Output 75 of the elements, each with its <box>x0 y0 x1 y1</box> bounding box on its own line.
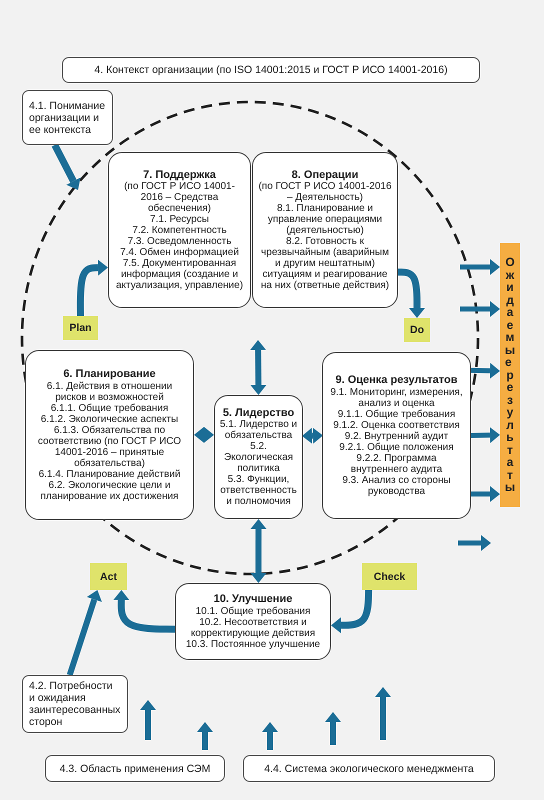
double-arrow <box>253 519 264 583</box>
box-text: 5.1. Лидерство и обязательства <box>219 419 298 442</box>
box-text: 9.1. Мониторинг, измерения, анализ и оценка <box>329 386 464 409</box>
section-heading: 7. Поддержка <box>142 168 217 182</box>
context-box <box>62 57 480 83</box>
box-text: 9.2.1. Общие положения <box>338 442 455 453</box>
box-text: 7.4. Обмен информацией <box>119 247 240 258</box>
box-text: 9.2.2. Программа внутреннего аудита <box>350 452 444 475</box>
context-box <box>45 755 225 782</box>
phase-label: Plan <box>69 322 92 334</box>
double-arrow <box>253 340 264 395</box>
arrow <box>460 262 500 272</box>
section-heading: 10. Улучшение <box>212 593 294 606</box>
results-bar <box>500 243 520 507</box>
box-text: 4.4. Система экологического менеджмента <box>263 762 475 774</box>
section-box <box>322 352 471 519</box>
box-text: 5.3. Функции, ответственность и полномочия <box>219 474 298 508</box>
section-box <box>108 152 251 308</box>
curved-arrow <box>331 590 372 630</box>
arrow <box>460 304 500 314</box>
context-box <box>22 90 113 145</box>
phase-tag <box>362 563 417 590</box>
box-text: 5.2. Экологическая политика <box>222 441 294 474</box>
box-text: 4. Контекст организации (по ISO 14001:2015 и ГОСТ Р ИСО 14001-2016) <box>93 64 449 76</box>
phase-tag <box>404 318 430 342</box>
vertical-label: Ожидаемые результаты <box>504 256 516 494</box>
box-text: 8.2. Готовность к чрезвычайным (аварийным и другим нештатным) ситуациям и реагирование на них (ответные действия) <box>260 236 390 292</box>
arrow <box>470 366 500 376</box>
double-arrow <box>194 430 214 440</box>
arrow <box>66 590 100 676</box>
box-text: 6.1.4. Планирование действий <box>38 468 182 480</box>
phase-tag <box>63 316 98 340</box>
box-text: 6.1.2. Экологические аспекты <box>40 414 180 425</box>
box-text: 4.1. Понимание организации и ее контекста <box>29 100 106 136</box>
section-box <box>25 350 194 520</box>
box-text: (по ГОСТ Р ИСО 14001-2016 – Средства обеспечения) <box>123 181 236 214</box>
box-text: 7.1. Ресурсы <box>149 214 210 226</box>
box-text: 7.2. Компетентность <box>131 225 228 236</box>
box-text: 9.2. Внутренний аудит <box>344 430 450 442</box>
box-text: 6.1. Действия в отношении рисков и возможностей <box>46 380 174 403</box>
curved-arrow <box>76 262 108 316</box>
section-heading: 8. Операции <box>290 168 360 182</box>
box-text: 9.1.2. Оценка соответствия <box>332 420 461 431</box>
box-text: 10.2. Несоответствия и корректирующие действия <box>190 616 316 639</box>
box-text: 7.3. Осведомленность <box>126 236 232 248</box>
phase-tag <box>90 563 127 590</box>
box-text: 9.3. Анализ со стороны руководства <box>341 474 452 497</box>
section-box <box>252 152 398 308</box>
context-box <box>22 675 128 733</box>
box-text: 6.2. Экологические цели и планирование их достижения <box>40 480 180 502</box>
box-text: 9.1.1. Общие требования <box>336 408 456 420</box>
arrow <box>470 430 500 440</box>
phase-label: Act <box>100 570 117 582</box>
context-box <box>243 755 495 782</box>
box-text: (по ГОСТ Р ИСО 14001-2016 – Деятельность) <box>257 181 393 204</box>
phase-label: Check <box>374 570 406 582</box>
box-text: 7.5. Документированная информация (создание и актуализация, управление) <box>114 258 244 292</box>
curved-arrow <box>398 268 422 318</box>
section-heading: 5. Лидерство <box>222 406 296 420</box>
box-text: 10.1. Общие требования <box>194 606 312 617</box>
box-text: 6.1.3. Обязательства по соответствию (по ГОСТ Р ИСО 14001-2016 – принятые обязательства) <box>36 424 182 469</box>
phase-label: Do <box>410 324 424 336</box>
box-text: 6.1.1. Общие требования <box>50 402 170 414</box>
arrow <box>471 489 500 500</box>
section-heading: 6. Планирование <box>62 368 157 381</box>
box-text: 8.1. Планирование и управление операциями (деятельностью) <box>266 203 384 236</box>
box-text: 4.2. Потребности и ожидания заинтересованных сторон <box>29 680 121 728</box>
box-text: 10.3. Постоянное улучшение <box>184 638 322 650</box>
section-box <box>214 395 303 519</box>
section-heading: 9. Оценка результатов <box>334 374 458 387</box>
arrow <box>52 143 78 190</box>
double-arrow <box>302 430 323 441</box>
curved-arrow <box>116 590 176 633</box>
section-box <box>175 583 331 660</box>
box-text: 4.3. Область применения СЭМ <box>58 762 212 774</box>
